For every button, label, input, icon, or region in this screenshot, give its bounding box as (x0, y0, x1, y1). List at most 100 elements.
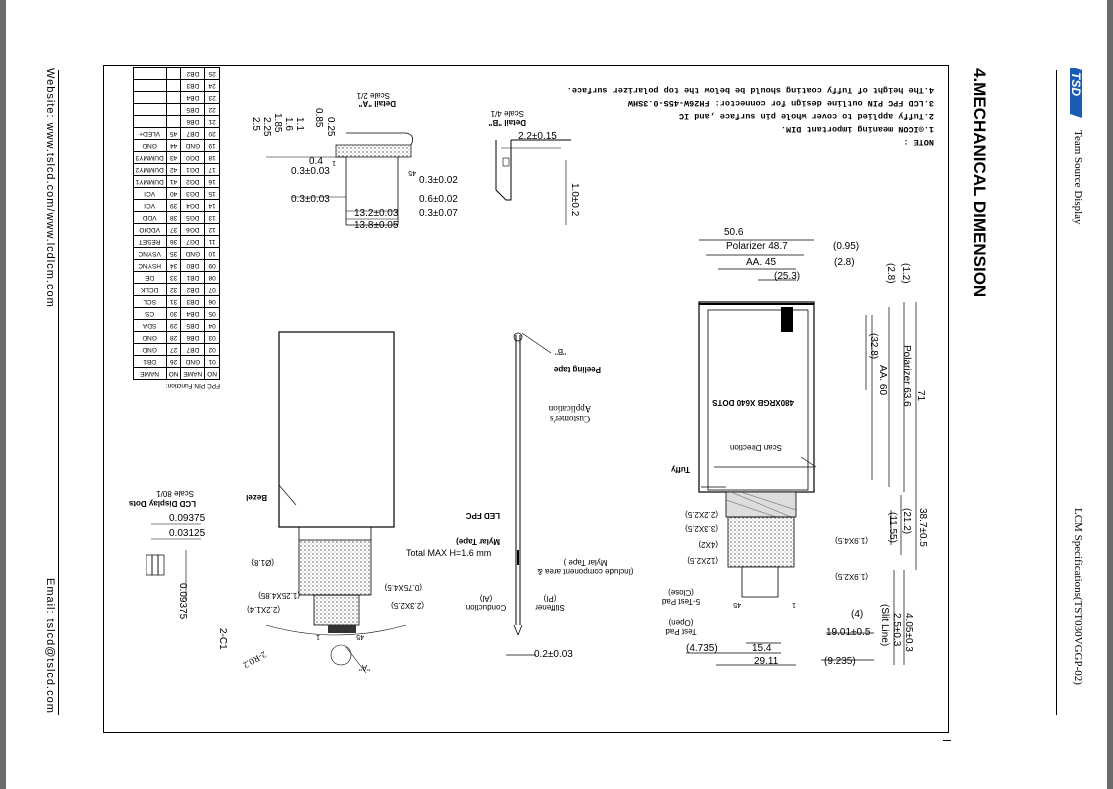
table-cell: GND (133, 331, 167, 344)
mylar-tape-label: Mylar Tape) (456, 537, 500, 546)
dots-detail-scale: Scale 80/1 (156, 489, 194, 498)
pad-label: (1.9X2.5) (835, 572, 868, 581)
test-pad-close-label: 5-Test Pad (Close) (661, 588, 701, 606)
dots-dim-2: 0.03125 (169, 528, 206, 539)
detail-b-ref: "B" (554, 347, 566, 356)
pin-45-label: 45 (733, 601, 741, 608)
table-cell: GND (133, 343, 167, 356)
footer-email: Email: tslcd@tslcd.com (44, 578, 56, 714)
detail-a-right-dim: 0.3±0.07 (419, 208, 458, 219)
dim-29-11: 29.11 (754, 656, 779, 667)
table-cell: DB3 (180, 295, 205, 308)
table-cell: DB1 (180, 271, 205, 284)
table-cell: DB0 (180, 259, 205, 272)
footer-website: Website: www.tslcd.com/www.lcdlcm.com (44, 68, 56, 308)
scan-direction-label: Scan Direction (729, 443, 782, 452)
table-cell: 36 (166, 235, 181, 248)
table-cell: DB5 (180, 103, 205, 116)
table-cell: VDDIO (133, 223, 167, 236)
dim-4: (4) (851, 609, 864, 620)
detail-a-vdim: 1.6 (283, 117, 294, 131)
active-area (707, 309, 809, 491)
pad-label: (3.3X2.5) (685, 524, 718, 533)
peeling-tape-label: Peeling tape (553, 365, 601, 374)
table-cell: RESET (133, 235, 167, 248)
table-cell: 18 (204, 151, 220, 164)
main-view-drawing (686, 239, 917, 666)
bezel-hole-label: (2.2X1.4) (247, 605, 280, 614)
table-cell: 25 (204, 67, 220, 80)
bezel-1: 1 (316, 633, 320, 640)
drawing-frame (103, 65, 949, 733)
table-cell: DG6 (180, 223, 205, 236)
table-cell: 02 (204, 343, 220, 356)
table-cell: DG2 (180, 175, 205, 188)
dim-2-5: 2.5±0.3 (891, 613, 902, 647)
brand-logo-text: TSD (1069, 72, 1083, 96)
table-cell: 38 (166, 211, 181, 224)
dim-aa-width: AA. 45 (746, 257, 777, 268)
detail-a-vdim: 0.85 (313, 108, 324, 128)
dim-2-8: (2.8) (834, 257, 855, 268)
table-cell (166, 115, 181, 128)
table-cell: DB7 (180, 127, 205, 140)
table-cell: 43 (166, 151, 181, 164)
dim-overall-width: 50.6 (724, 227, 744, 238)
detail-a-right-dim: 0.6±0.02 (419, 194, 458, 205)
table-cell: SDA (133, 319, 167, 332)
table-cell: DG5 (180, 211, 205, 224)
pin-1-label: 1 (792, 601, 796, 608)
table-cell (166, 67, 181, 80)
left-margin-line (58, 70, 59, 715)
table-cell: VCI (133, 187, 167, 200)
detail-b-scale: Scale 4/1 (490, 109, 524, 118)
table-cell: VCI (133, 199, 167, 212)
table-cell: 12 (204, 223, 220, 236)
dim-aa-height: AA. 60 (877, 365, 888, 396)
pad-label: (1.9X4.5) (835, 536, 868, 545)
table-cell: GND (180, 355, 205, 368)
pad-label: (2.2X2.5) (685, 510, 718, 519)
detail-a-title: Detail "A" (358, 99, 396, 108)
table-cell: 04 (204, 319, 220, 332)
detail-a-w-13-2: 13.2±0.03 (354, 208, 399, 219)
table-cell: 21 (204, 115, 220, 128)
table-cell: 30 (166, 307, 181, 320)
frame-tick (943, 740, 951, 741)
dim-0-95: (0.95) (833, 241, 860, 252)
table-cell: GND (133, 139, 167, 152)
detail-a-vdim: 1.85 (272, 113, 283, 133)
table-cell: 03 (204, 331, 220, 344)
bezel-45: 45 (356, 633, 364, 640)
right-margin-line (1056, 70, 1057, 715)
dim-1-2: (1.2) (900, 263, 911, 284)
detail-b-drawing (495, 139, 571, 225)
table-cell: 01 (204, 355, 220, 368)
customers-application-label: Customer's Application (548, 404, 592, 424)
table-cell: 22 (204, 103, 220, 116)
table-cell: 10 (204, 247, 220, 260)
detail-b-dim-2-2: 2.2±0.15 (518, 131, 557, 142)
table-cell: 13 (204, 211, 220, 224)
table-cell: DB7 (180, 343, 205, 356)
bezel-label: Bezel (246, 493, 267, 502)
dim-polarizer-width: Polarizer 48.7 (726, 241, 788, 252)
table-cell: 15 (204, 187, 220, 200)
detail-a-drawing (266, 132, 414, 226)
table-cell: 27 (166, 343, 181, 356)
dim-4-735: (4.735) (686, 643, 718, 654)
bezel-hole-label: (0.75X4.5) (384, 583, 422, 592)
fpc-table-header: NO NAME NO NAME (133, 367, 220, 380)
